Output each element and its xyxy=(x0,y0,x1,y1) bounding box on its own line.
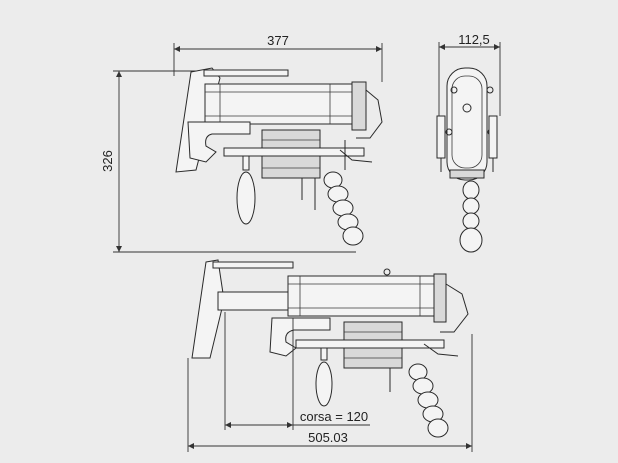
side-view-top xyxy=(175,67,383,246)
side-view-bottom xyxy=(191,259,469,438)
front-view xyxy=(436,67,498,253)
dimension-326 xyxy=(113,70,356,253)
dim-label-width-bottom: 505.03 xyxy=(308,430,348,445)
handle-top xyxy=(323,171,364,246)
dimension-505 xyxy=(187,334,473,452)
dim-label-width-side: 112,5 xyxy=(458,32,490,47)
dimension-112-5 xyxy=(438,42,501,116)
dimension-377 xyxy=(173,43,383,82)
dim-label-height: 326 xyxy=(100,150,115,172)
handle-bottom xyxy=(408,363,449,438)
dimension-stroke xyxy=(224,312,370,430)
handle-front xyxy=(459,180,483,253)
dim-label-width-top: 377 xyxy=(267,33,289,48)
dim-label-stroke: corsa = 120 xyxy=(300,409,368,424)
